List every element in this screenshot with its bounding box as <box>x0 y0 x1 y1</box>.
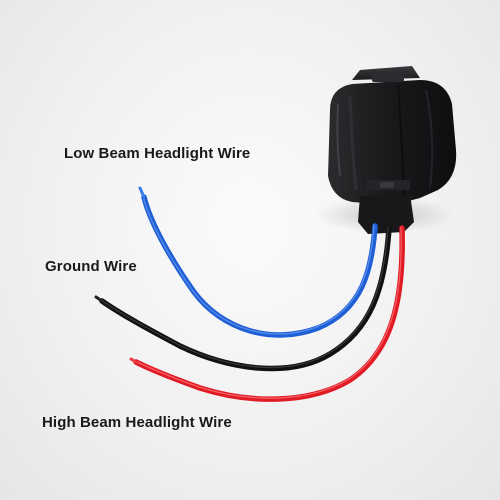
low-beam-wire <box>138 186 378 338</box>
connector-housing <box>328 66 457 234</box>
high-beam-wire <box>129 225 405 402</box>
low-beam-label: Low Beam Headlight Wire <box>64 145 251 162</box>
ground-wire <box>94 225 392 372</box>
high-beam-label: High Beam Headlight Wire <box>42 414 232 431</box>
ground-wire-label: Ground Wire <box>45 258 137 275</box>
